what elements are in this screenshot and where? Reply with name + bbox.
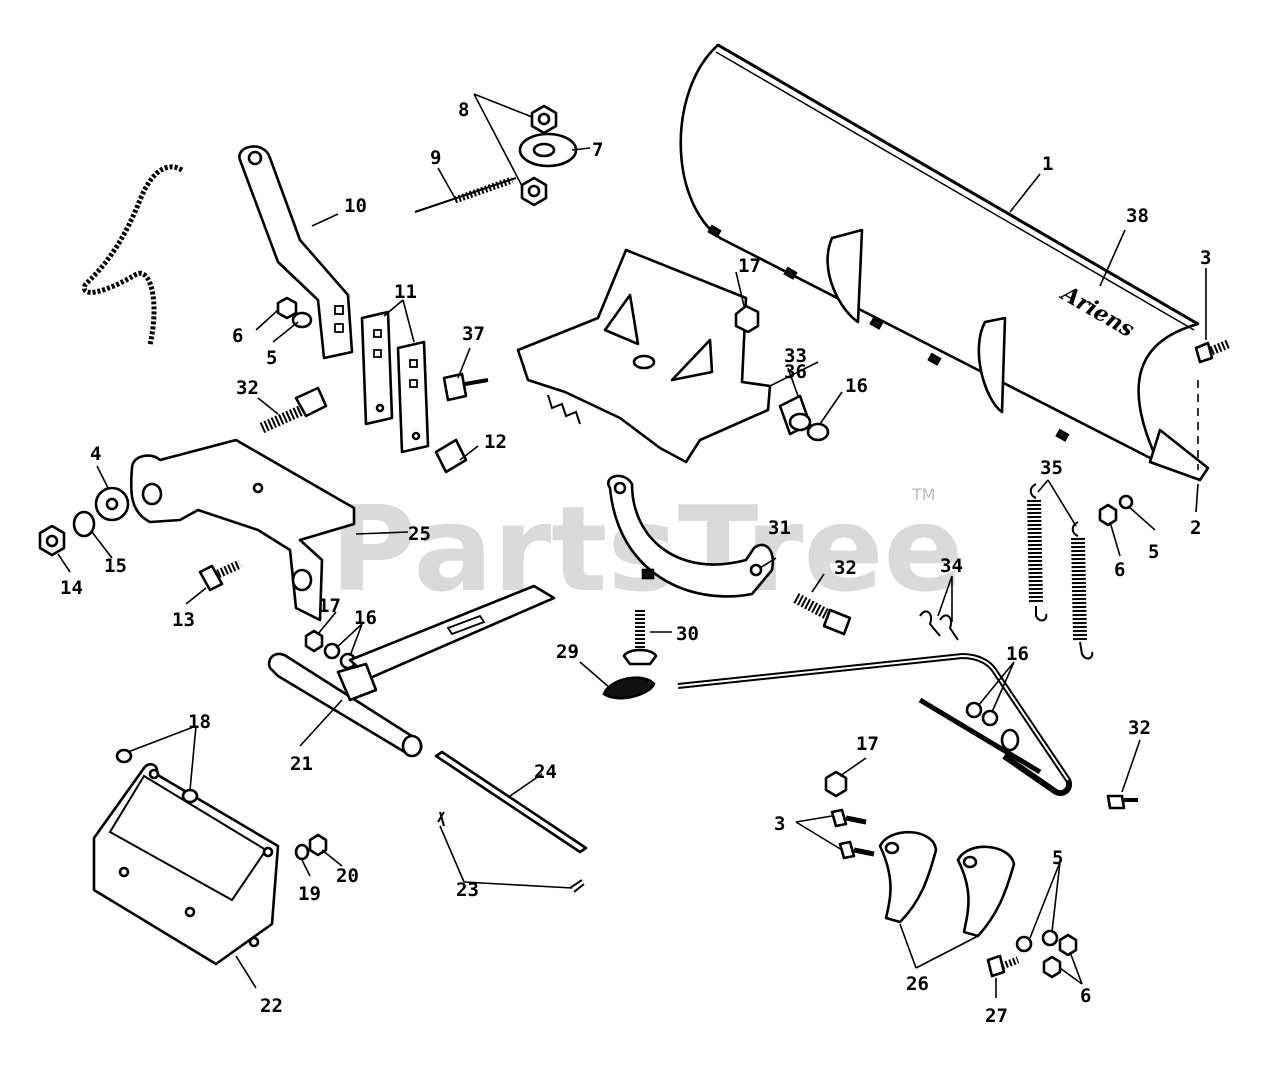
callout-1: 1: [1042, 153, 1053, 175]
callout-4: 4: [90, 443, 101, 465]
callout-32: 32: [236, 377, 259, 399]
part-12-pin: [434, 438, 468, 474]
part-34-cotter-pins: [919, 610, 959, 641]
callout-6: 6: [232, 325, 243, 347]
callout-5: 5: [1148, 541, 1159, 563]
callout-37: 37: [462, 323, 485, 345]
callout-8: 8: [458, 99, 469, 121]
watermark-trademark: TM: [911, 485, 936, 504]
callout-10: 10: [344, 195, 367, 217]
callout-15: 15: [104, 555, 127, 577]
callout-14: 14: [60, 577, 83, 599]
part-5-washer-right: [1118, 494, 1134, 510]
callout-13: 13: [172, 609, 195, 631]
part-6-nuts-lower: [1042, 933, 1078, 979]
part-6-nut-upper: [276, 296, 298, 320]
part-27-bolt: [986, 954, 1020, 978]
part-30-carriage-bolt: [622, 610, 658, 666]
callout-36: 36: [784, 361, 807, 383]
callout-17: 17: [738, 255, 761, 277]
blade-holes: [707, 224, 1070, 442]
callout-7: 7: [592, 139, 603, 161]
part-17-nut-lower: [824, 770, 848, 798]
callout-17: 17: [318, 595, 341, 617]
callout-11: 11: [394, 281, 417, 303]
callout-35: 35: [1040, 457, 1063, 479]
part-17-nut-mid: [304, 629, 324, 653]
callout-3: 3: [774, 813, 785, 835]
part-5-washer-upper: [291, 311, 313, 329]
callout-32: 32: [834, 557, 857, 579]
part-1-blade: Ariens: [679, 43, 1210, 482]
callout-31: 31: [768, 517, 791, 539]
part-29-spring-clip: [602, 676, 656, 700]
callout-9: 9: [430, 147, 441, 169]
part-24-rod: [434, 750, 588, 854]
part-17-nut-top: [734, 304, 760, 334]
part-32-bolt-left: [259, 386, 328, 434]
part-3-bolt-top: [1194, 339, 1230, 364]
part-link-rod: [677, 652, 1072, 796]
part-11-plates: [360, 310, 430, 454]
part-32-bolt-right: [1106, 794, 1138, 810]
part-10-lever-arm: [238, 145, 354, 360]
callout-29: 29: [556, 641, 579, 663]
part-8-nuts: [520, 104, 558, 207]
part-3-bolts-lower: [830, 808, 875, 860]
callout-26: 26: [906, 973, 929, 995]
callout-17: 17: [856, 733, 879, 755]
callout-5: 5: [266, 347, 277, 369]
part-32-bolt-center: [793, 593, 852, 636]
callout-25: 25: [408, 523, 431, 545]
callout-34: 34: [940, 555, 963, 577]
callout-21: 21: [290, 753, 313, 775]
callout-16: 16: [354, 607, 377, 629]
part-21-push-arm: [267, 584, 556, 758]
part-31-curved-bracket: [607, 474, 775, 598]
callout-3: 3: [1200, 247, 1211, 269]
part-13-bolt: [198, 559, 242, 592]
callout-6: 6: [1080, 985, 1091, 1007]
callout-20: 20: [336, 865, 359, 887]
callout-16: 16: [1006, 643, 1029, 665]
part-26-quadrant-brackets: [878, 830, 1016, 938]
part-35-springs: [1027, 483, 1094, 660]
callout-12: 12: [484, 431, 507, 453]
callout-38: 38: [1126, 205, 1149, 227]
callout-18: 18: [188, 711, 211, 733]
part-7-washer: [518, 132, 578, 168]
part-4-washer: [94, 486, 130, 522]
part-33-mount-plate: [516, 248, 772, 464]
lift-chain: [82, 164, 184, 346]
part-5-washers-lower: [1015, 929, 1059, 953]
part-22-hitch-bracket: [92, 762, 280, 966]
part-14-nut: [38, 524, 66, 557]
callout-16: 16: [845, 375, 868, 397]
callout-6: 6: [1114, 559, 1125, 581]
callout-5: 5: [1052, 847, 1063, 869]
callout-23: 23: [456, 879, 479, 901]
callout-2: 2: [1190, 517, 1201, 539]
callout-32: 32: [1128, 717, 1151, 739]
part-36-bushing: [778, 394, 812, 436]
part-9-bolt: [414, 176, 517, 213]
leader-lines: [57, 93, 1207, 998]
part-6-nut-right: [1098, 503, 1118, 527]
callout-30: 30: [676, 623, 699, 645]
callout-24: 24: [534, 761, 557, 783]
part-16-washer-right: [806, 422, 830, 442]
part-23-cotter-pins: [437, 811, 585, 893]
callout-labels: 1 2 3 3 4 5 5 5 6 6 6 7 8 9 10 11 12 13 …: [60, 99, 1211, 1027]
part-25-bracket: [129, 438, 356, 622]
part-15-lockwasher: [72, 510, 96, 538]
part-37-bolt: [442, 372, 489, 402]
callout-19: 19: [298, 883, 321, 905]
callout-33: 33: [784, 345, 807, 367]
part-19-lockwasher: [294, 843, 310, 861]
part-16-washers-rod: [965, 701, 999, 727]
callout-22: 22: [260, 995, 283, 1017]
callout-27: 27: [985, 1005, 1008, 1027]
